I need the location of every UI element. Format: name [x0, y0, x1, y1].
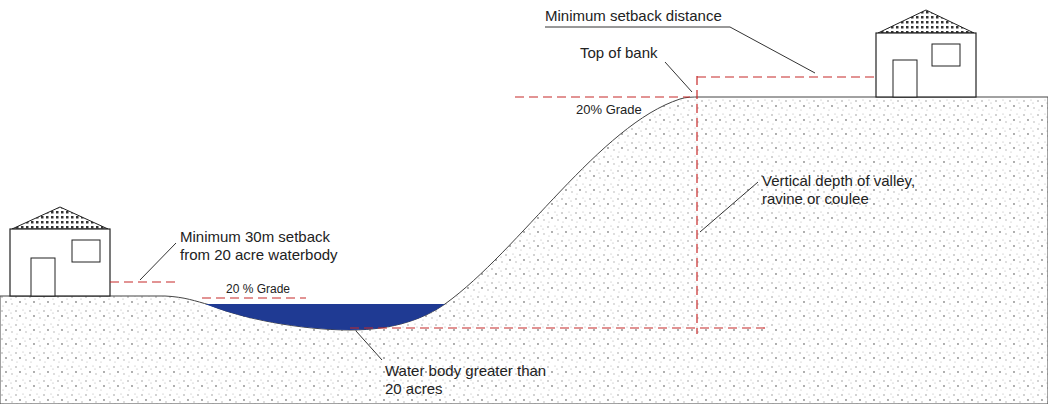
- ground-profile: [0, 97, 1048, 404]
- annotation-label: 20% Grade: [576, 101, 642, 119]
- water-body: [205, 304, 445, 330]
- house-left: [10, 207, 110, 296]
- annotation-label: Minimum setback distance: [545, 7, 722, 25]
- leader-lines: [140, 27, 815, 360]
- annotation-label: Vertical depth of valley, ravine or coul…: [762, 172, 947, 208]
- annotation-label: 20 % Grade: [226, 280, 290, 298]
- annotation-label: Water body greater than 20 acres: [385, 362, 550, 398]
- house-right: [876, 10, 976, 97]
- annotation-label: Top of bank: [580, 44, 658, 62]
- annotation-label: Minimum 30m setback from 20 acre waterbo…: [180, 228, 360, 264]
- reference-lines: [110, 76, 876, 334]
